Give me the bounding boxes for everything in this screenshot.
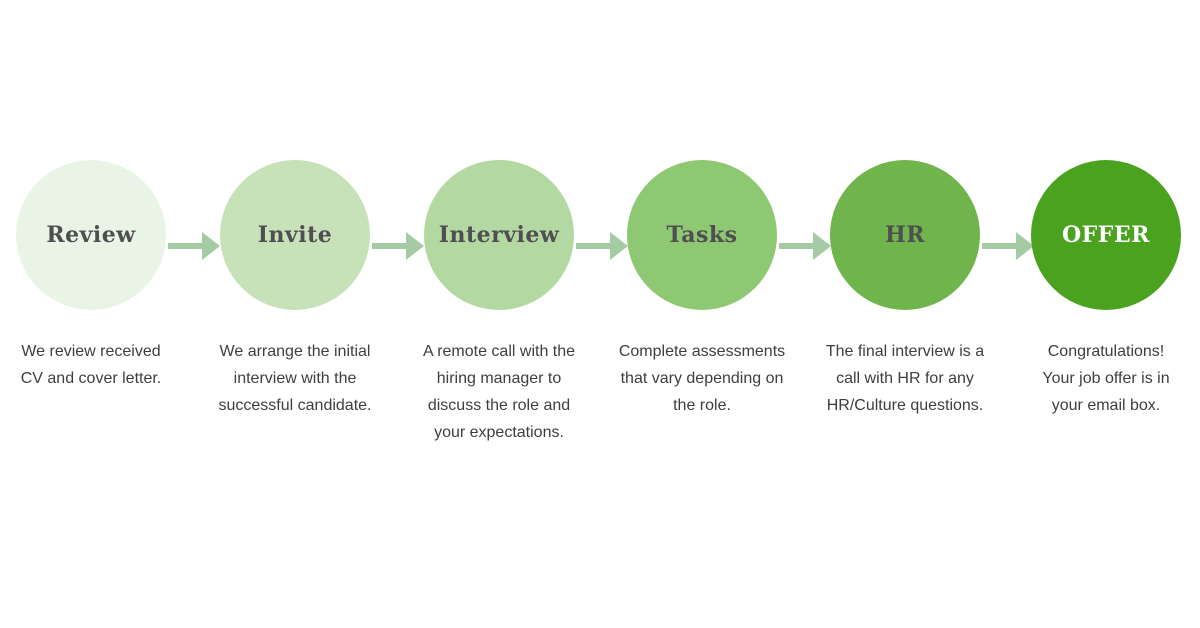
step-description: A remote call with the hiring manager to… <box>422 343 576 441</box>
arrow-line <box>576 243 612 249</box>
step-circle-hr: HR <box>830 160 980 310</box>
arrow-head-icon <box>813 232 831 260</box>
arrow-head-icon <box>202 232 220 260</box>
arrow-line <box>168 243 204 249</box>
step-circle-invite: Invite <box>220 160 370 310</box>
step-description: The final interview is a call with HR fo… <box>825 343 985 414</box>
arrow-head-icon <box>406 232 424 260</box>
flow-arrow <box>372 232 424 260</box>
step-circle-review: Review <box>16 160 166 310</box>
arrow-head-icon <box>610 232 628 260</box>
step-label: Review <box>46 222 136 248</box>
step-circle-interview: Interview <box>424 160 574 310</box>
flow-arrow <box>168 232 220 260</box>
flow-arrow <box>576 232 628 260</box>
step-description: We arrange the initial interview with th… <box>218 343 372 414</box>
arrow-head-icon <box>1016 232 1034 260</box>
step-label: Invite <box>257 222 333 248</box>
step-description: Congratulations! Your job offer is in yo… <box>1042 343 1170 414</box>
step-label: OFFER <box>1062 222 1150 248</box>
arrow-line <box>982 243 1018 249</box>
step-description: We review received CV and cover letter. <box>20 343 162 387</box>
step-label: Interview <box>438 222 560 248</box>
arrow-line <box>779 243 815 249</box>
step-description: Complete assessments that vary depending… <box>618 343 786 414</box>
step-circle-offer: OFFER <box>1031 160 1181 310</box>
arrow-line <box>372 243 408 249</box>
step-label: HR <box>884 222 926 248</box>
step-label: Tasks <box>666 222 738 248</box>
flow-arrow <box>982 232 1034 260</box>
flow-arrow <box>779 232 831 260</box>
step-circle-tasks: Tasks <box>627 160 777 310</box>
